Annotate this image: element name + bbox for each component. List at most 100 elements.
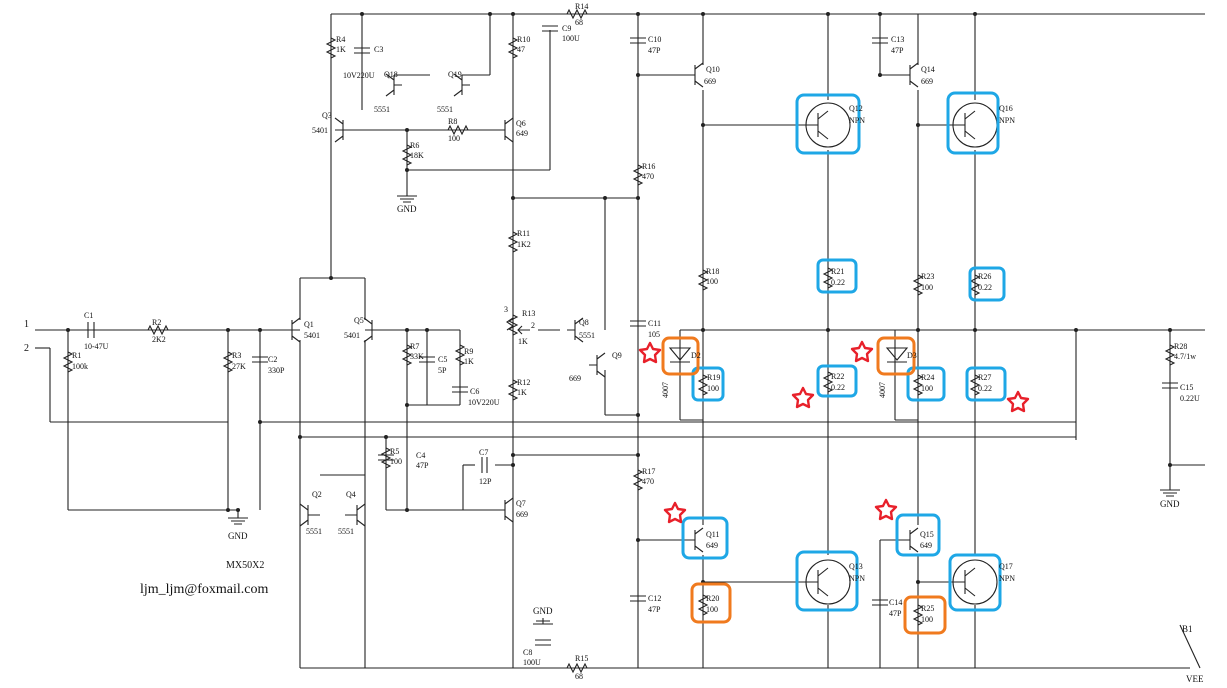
q19-ref: Q19 (448, 70, 462, 79)
highlight-boxes (661, 91, 1007, 635)
r19-ref: R19 (707, 373, 720, 382)
r4-ref: R4 (336, 35, 345, 44)
gnd-label: GND (533, 606, 553, 616)
q1-ref: Q1 (304, 320, 314, 329)
highlight-r24 (906, 366, 946, 402)
c14-ref: C14 (889, 598, 902, 607)
input-1-label: 1 (24, 319, 29, 330)
q16-ref: Q16 (999, 104, 1013, 113)
q12-ref: Q12 (849, 104, 863, 113)
r22-value: 0.22 (831, 383, 845, 392)
q1-value: 5401 (304, 331, 320, 340)
component-labels: R1 100k C1 10-47U R2 2K2 R3 27K C2 330P … (72, 2, 1200, 681)
r11-value: 1K2 (517, 240, 531, 249)
r12-ref: R12 (517, 378, 530, 387)
highlight-q13 (795, 550, 859, 612)
highlight-d3 (876, 336, 916, 376)
r26-value: 0.22 (978, 283, 992, 292)
gnd-label: GND (228, 531, 248, 541)
small-transistors (284, 62, 919, 553)
c8-value: 100U (523, 658, 541, 667)
c12-value: 47P (648, 605, 661, 614)
r21-value: 0.22 (831, 278, 845, 287)
input-2-label: 2 (24, 343, 29, 354)
star-marker (791, 386, 815, 409)
q19-value: 5551 (437, 105, 453, 114)
wires (35, 13, 1205, 669)
capacitor-symbols (87, 25, 1178, 646)
r19-value: 100 (707, 384, 719, 393)
q6-value: 649 (516, 129, 528, 138)
r14-ref: R14 (575, 2, 588, 11)
q3-ref: Q3 (322, 111, 332, 120)
r10-value: 47 (517, 45, 525, 54)
q7-ref: Q7 (516, 499, 526, 508)
r28-value: 4.7/1w (1174, 352, 1196, 361)
r5-value: 100 (390, 457, 402, 466)
highlight-r26 (968, 266, 1006, 302)
c5-ref: C5 (438, 355, 447, 364)
star-markers (638, 340, 1030, 524)
r15-ref: R15 (575, 654, 588, 663)
highlight-q17 (948, 553, 1002, 612)
r2-value: 2K2 (152, 335, 166, 344)
highlight-r22 (816, 364, 858, 398)
d2-value: 4007 (661, 382, 670, 398)
r8-ref: R8 (448, 117, 457, 126)
r9-value: 1K (464, 357, 474, 366)
q18-ref: Q18 (384, 70, 398, 79)
q12-value: NPN (849, 116, 865, 125)
pot-pin-3-label: 3 (504, 305, 508, 314)
r21-ref: R21 (831, 267, 844, 276)
diode-symbols (668, 347, 909, 363)
r15-value: 68 (575, 672, 583, 681)
q14-value: 669 (921, 77, 933, 86)
highlight-r19 (691, 366, 725, 402)
gnd-label: GND (1160, 499, 1180, 509)
c4-ref: C4 (416, 451, 425, 460)
r14-value: 68 (575, 18, 583, 27)
ground-symbols (228, 190, 1180, 625)
node-labels: 1 2 GND GND GND GND VEE B1 3 2 (24, 204, 1204, 684)
d3-value: 4007 (878, 382, 887, 398)
q9-value: 669 (569, 374, 581, 383)
b1-label: B1 (1182, 624, 1193, 634)
q13-ref: Q13 (849, 562, 863, 571)
c15-ref: C15 (1180, 383, 1193, 392)
d2-ref: D2 (691, 351, 701, 360)
r22-ref: R22 (831, 372, 844, 381)
highlight-q11 (681, 516, 729, 560)
r12-value: 1K (517, 388, 527, 397)
c3-value: 10V220U (343, 71, 375, 80)
potentiometer-r13 (506, 317, 530, 335)
highlight-r21 (816, 258, 858, 294)
c11-ref: C11 (648, 319, 661, 328)
star-marker (1006, 390, 1030, 413)
c6-value: 10V220U (468, 398, 500, 407)
r17-value: 470 (642, 477, 654, 486)
gnd-label: GND (397, 204, 417, 214)
r2-ref: R2 (152, 318, 161, 327)
r18-value: 100 (706, 277, 718, 286)
r8-value: 100 (448, 134, 460, 143)
r20-ref: R20 (706, 594, 719, 603)
star-marker (663, 501, 687, 524)
q6-ref: Q6 (516, 119, 526, 128)
r23-ref: R23 (921, 272, 934, 281)
q17-value: NPN (999, 574, 1015, 583)
q8-value: 5551 (579, 331, 595, 340)
resistor-symbols (62, 8, 1176, 674)
r27-ref: R27 (978, 373, 991, 382)
c10-value: 47P (648, 46, 661, 55)
r7-ref: R7 (410, 342, 419, 351)
c6-ref: C6 (470, 387, 479, 396)
q18-value: 5551 (374, 105, 390, 114)
q11-value: 649 (706, 541, 718, 550)
pot-pin-2-label: 2 (531, 321, 535, 330)
highlight-q15 (895, 513, 941, 557)
r17-ref: R17 (642, 467, 655, 476)
author-email: ljm_ljm@foxmail.com (140, 582, 269, 597)
c7-value: 12P (479, 477, 492, 486)
q11-ref: Q11 (706, 530, 719, 539)
